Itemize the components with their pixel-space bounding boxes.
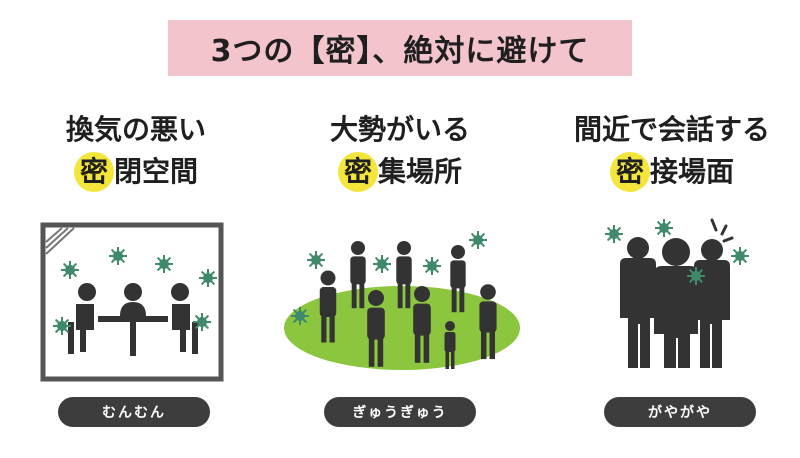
crowd-icon xyxy=(284,230,520,370)
heading-close-contact: 間近で会話する 密接場面 xyxy=(552,112,792,192)
heading-crowded-place: 大勢がいる 密集場所 xyxy=(280,112,520,192)
heading-line1: 大勢がいる xyxy=(329,113,470,146)
title-prefix: 3つの【 xyxy=(210,34,326,69)
heading-line2-rest: 接場面 xyxy=(649,155,734,188)
heading-line2-rest: 閉空間 xyxy=(113,155,198,188)
heading-line2: 密閉空間 xyxy=(16,152,256,192)
caption-gyuugyuu: ぎゅうぎゅう xyxy=(324,397,476,427)
title-mitsu: 密 xyxy=(325,34,357,69)
mitsu-highlight: 密 xyxy=(73,152,114,192)
page-title: 3つの【密】、絶対に避けて xyxy=(168,20,632,76)
caption-munmun: むんむん xyxy=(58,397,210,427)
mitsu-highlight: 密 xyxy=(609,152,650,192)
heading-line1: 換気の悪い xyxy=(65,113,206,146)
heading-closed-space: 換気の悪い 密閉空間 xyxy=(16,112,256,192)
heading-line2-rest: 集場所 xyxy=(377,155,462,188)
room-icon xyxy=(40,222,224,382)
heading-line2: 密接場面 xyxy=(552,152,792,192)
title-suffix: 】、絶対に避けて xyxy=(356,34,590,69)
heading-line1: 間近で会話する xyxy=(573,113,770,146)
mitsu-highlight: 密 xyxy=(337,152,378,192)
caption-gayagaya: がやがや xyxy=(604,397,756,427)
meeting-table-icon xyxy=(68,283,198,356)
talking-group-icon xyxy=(604,218,750,368)
heading-line2: 密集場所 xyxy=(280,152,520,192)
